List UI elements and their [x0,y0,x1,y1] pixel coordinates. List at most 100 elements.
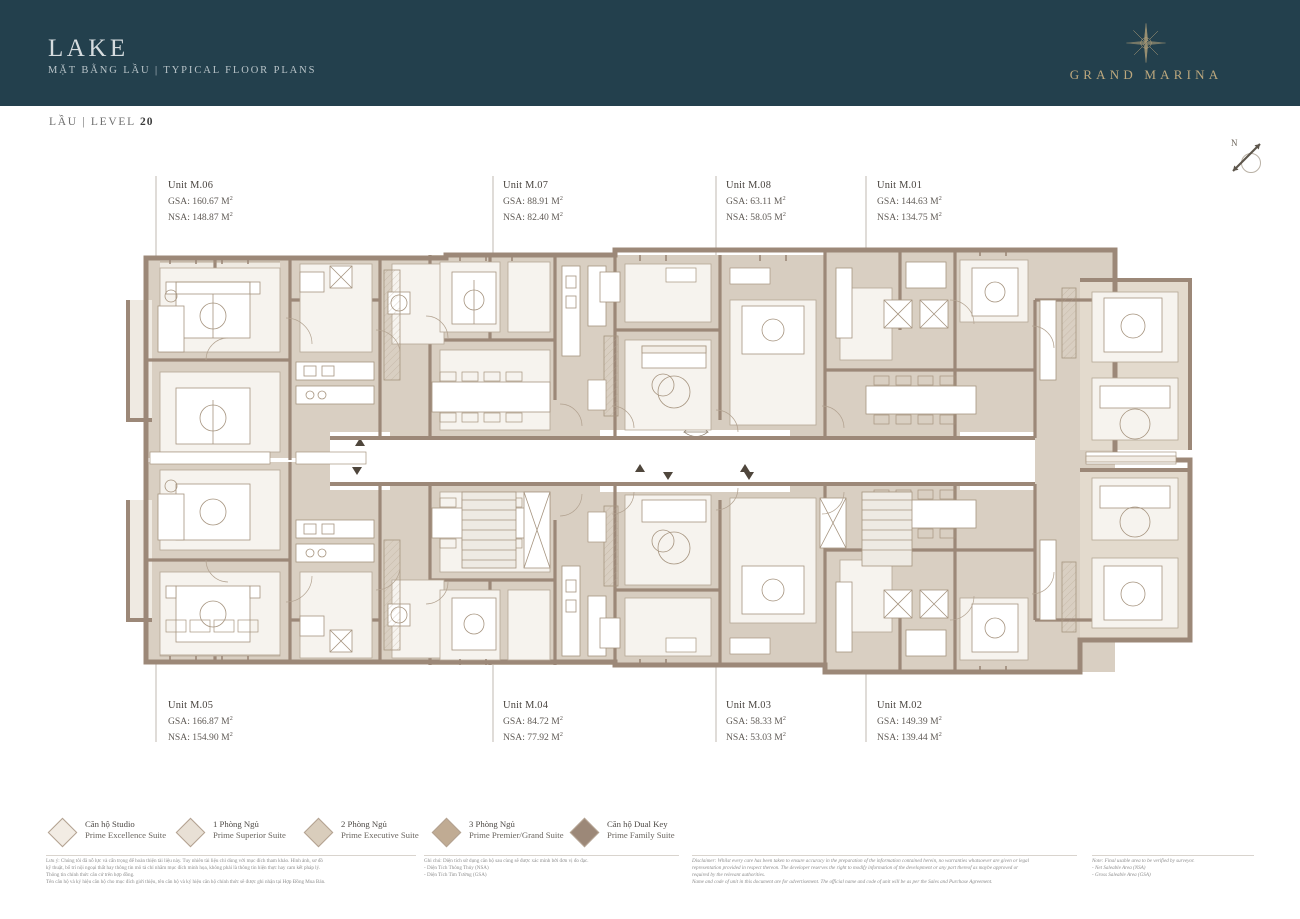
north-arrow-icon: N [1231,138,1261,173]
unit-nsa: NSA: 77.92 M2 [503,730,563,743]
bed [165,585,261,643]
footer-area-note-en: Note: Final usable area to be verified b… [1092,858,1195,879]
dining-table [431,497,551,549]
label-leader-lines [155,176,867,742]
central-corridor [330,414,1035,492]
footer-rule [424,855,679,856]
unit-name: Unit M.05 [168,700,214,711]
bed [741,565,805,615]
bed [1103,297,1163,353]
page-subtitle: MẶT BẰNG LẦU | TYPICAL FLOOR PLANS [48,65,317,76]
bathroom-fixtures [157,261,947,657]
footer-note-vi: Lưu ý: Chúng tôi đã nỗ lực và cẩn trọng … [46,858,326,886]
kitchen-counter [561,265,607,357]
page-title: LAKE [48,35,129,62]
unit-gsa: GSA: 84.72 M2 [503,714,563,728]
unit-name: Unit M.07 [503,180,549,191]
unit-gsa: GSA: 58.33 M2 [726,714,786,728]
bed [1103,565,1163,621]
bed [175,387,251,445]
legend-label-en: Prime Superior Suite [213,830,286,841]
dining-table [865,375,977,425]
sofa [1099,385,1171,440]
unit-nsa: NSA: 134.75 M2 [877,210,942,223]
wardrobe [383,269,1077,651]
legend-label-en: Prime Premier/Grand Suite [469,830,564,841]
footer-disclaimer-en: Disclaimer: Whilst every care has been t… [692,858,1030,886]
armchair [387,603,411,627]
brand-name: GRAND MARINA [1069,67,1223,82]
unit-label-m04: Unit M.04 GSA: 84.72 M2 NSA: 77.92 M2 [503,700,563,744]
compass-star-icon [1126,23,1166,63]
legend-label-vi: 3 Phòng Ngủ [469,819,515,829]
armchair [387,291,411,315]
direction-arrows [352,438,754,480]
dining-table [865,489,977,539]
legend-swatch-3br [431,817,462,848]
unit-gsa: GSA: 166.87 M2 [168,714,233,728]
dining-table [431,371,551,423]
unit-name: Unit M.04 [503,700,549,711]
unit-name: Unit M.08 [726,180,772,191]
unit-nsa: NSA: 58.05 M2 [726,210,786,223]
brand-logo: GRAND MARINA [1036,22,1256,81]
unit-nsa: NSA: 148.87 M2 [168,210,233,223]
sofa [1099,485,1171,538]
unit-name: Unit M.03 [726,700,772,711]
window-mullions [169,250,1007,672]
level-number: 20 [139,116,154,128]
kitchen-counter [295,519,375,563]
unit-label-m01: Unit M.01 GSA: 144.63 M2 NSA: 134.75 M2 [877,180,942,224]
kitchen-counter [561,565,607,657]
legend-label-en: Prime Family Suite [607,830,675,841]
legend-swatch-studio [47,817,78,848]
unit-name: Unit M.02 [877,700,923,711]
level-prefix: LẦU | LEVEL [49,116,140,128]
furniture [149,261,1177,657]
footer-rule [46,855,416,856]
unit-gsa: GSA: 160.67 M2 [168,194,233,208]
kitchen-counter [835,267,1057,653]
balcony-railing [160,261,280,656]
unit-nsa: NSA: 139.44 M2 [877,730,942,743]
bed [165,281,261,339]
footer-rule [692,855,1077,856]
svg-text:N: N [1231,138,1238,148]
lobby-chandelier [683,414,709,437]
legend-label-vi: Căn hộ Studio [85,819,135,829]
unit-nsa: NSA: 82.40 M2 [503,210,563,223]
unit-label-m08: Unit M.08 GSA: 63.11 M2 NSA: 58.05 M2 [726,180,786,224]
legend-swatch-1br [175,817,206,848]
room-fills [159,259,1179,661]
bed [451,597,497,651]
bed [971,267,1019,317]
shower-stall [329,265,949,653]
footer-area-note-vi: Ghi chú: Diện tích sử dụng căn hộ sau cù… [424,858,589,879]
service-core [461,491,913,569]
unit-nsa: NSA: 154.90 M2 [168,730,233,743]
page-header: LAKE MẶT BẰNG LẦU | TYPICAL FLOOR PLANS … [0,0,1300,106]
legend-swatch-dualkey [569,817,600,848]
unit-gsa: GSA: 149.39 M2 [877,714,942,728]
legend-label-vi: Căn hộ Dual Key [607,819,668,829]
sofa [641,345,707,409]
kitchen-counter [295,361,375,405]
legend-swatch-2br [303,817,334,848]
plan-body [126,247,1193,675]
unit-label-m06: Unit M.06 GSA: 160.67 M2 NSA: 148.87 M2 [168,180,233,224]
unit-label-m03: Unit M.03 GSA: 58.33 M2 NSA: 53.03 M2 [726,700,786,744]
unit-label-m05: Unit M.05 GSA: 166.87 M2 NSA: 154.90 M2 [168,700,233,744]
bed [971,603,1019,653]
unit-gsa: GSA: 63.11 M2 [726,194,786,208]
joinery [149,267,1177,655]
legend-label-vi: 2 Phòng Ngủ [341,819,387,829]
legend-label-en: Prime Excellence Suite [85,830,167,841]
unit-name: Unit M.06 [168,180,214,191]
bed [175,483,251,541]
unit-gsa: GSA: 88.91 M2 [503,194,563,208]
unit-nsa: NSA: 53.03 M2 [726,730,786,743]
bed [741,305,805,355]
level-indicator: LẦU | LEVEL 20 [49,116,153,128]
